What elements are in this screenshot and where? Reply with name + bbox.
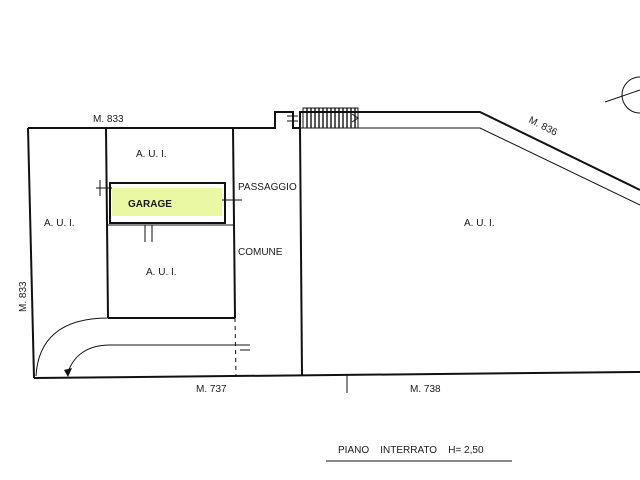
label-m833-side: M. 833 [18, 281, 29, 312]
staircase [287, 107, 359, 129]
central-room [105, 127, 237, 376]
label-piano-interrato: PIANO INTERRATO H= 2,50 [338, 445, 484, 456]
label-aui-top: A. U. I. [136, 149, 167, 160]
driveway [35, 317, 250, 377]
label-garage: GARAGE [128, 199, 172, 210]
plan-caption: PIANO INTERRATO H= 2,50 [326, 445, 512, 462]
label-comune: COMUNE [238, 247, 283, 258]
label-m738: M. 738 [410, 384, 441, 395]
outer-walls [27, 111, 640, 379]
label-passaggio: PASSAGGIO [238, 182, 297, 193]
label-m737: M. 737 [196, 384, 227, 395]
label-m833-top: M. 833 [93, 114, 124, 125]
garage-box [96, 180, 242, 242]
north-arrow-icon [604, 76, 640, 114]
label-aui-center: A. U. I. [146, 267, 177, 278]
label-aui-left: A. U. I. [44, 218, 75, 229]
label-m836: M. 836 [527, 115, 560, 139]
label-aui-right: A. U. I. [464, 218, 495, 229]
